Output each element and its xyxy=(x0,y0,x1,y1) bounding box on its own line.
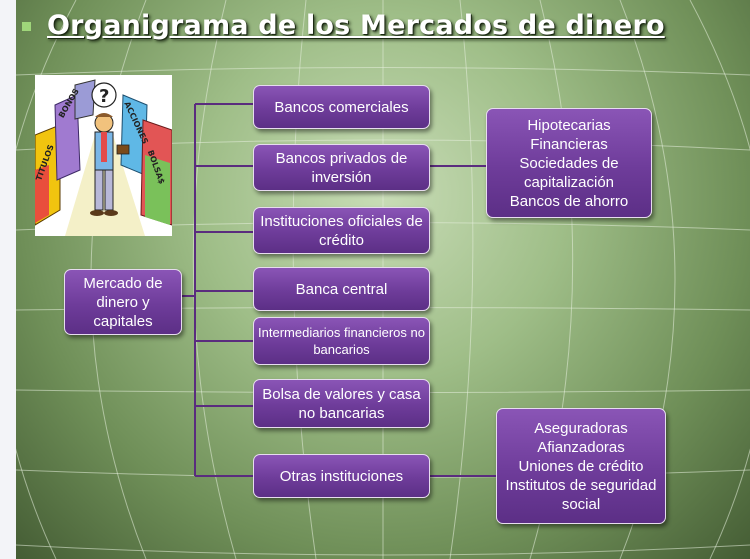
institution-bolsa-valores: Bolsa de valores y casa no bancarias xyxy=(253,379,430,428)
root-box-mercado: Mercado de dinero y capitales xyxy=(64,269,182,335)
group-other-item: Afianzadoras xyxy=(537,438,625,456)
confused-man-clipart: TITULOS BONOS ACCIONES BOLSA$ ? xyxy=(35,75,172,236)
group-other-institutions: Aseguradoras Afianzadoras Uniones de cré… xyxy=(496,408,666,524)
slide: Organigrama de los Mercados de dinero TI… xyxy=(16,0,750,559)
group-other-item: Uniones de crédito xyxy=(518,457,644,475)
group-private-item: Bancos de ahorro xyxy=(509,192,629,210)
institution-bancos-comerciales: Bancos comerciales xyxy=(253,85,430,129)
group-private-item: Hipotecarias xyxy=(527,116,611,134)
group-other-item: Aseguradoras xyxy=(534,419,628,437)
question-mark: ? xyxy=(99,86,109,107)
connector-lines xyxy=(182,103,496,477)
institution-intermediarios: Intermediarios financieros no bancarios xyxy=(253,317,430,365)
institution-banca-central: Banca central xyxy=(253,267,430,311)
group-private-banks: Hipotecarias Financieras Sociedades de c… xyxy=(486,108,652,218)
title-row: Organigrama de los Mercados de dinero xyxy=(22,10,665,41)
title-bullet xyxy=(22,22,31,31)
page-title: Organigrama de los Mercados de dinero xyxy=(47,10,665,41)
group-other-item: Institutos de seguridad social xyxy=(505,476,657,513)
group-private-item: Financieras xyxy=(530,135,608,153)
group-private-item: Sociedades de capitalización xyxy=(519,154,619,191)
institution-instituciones-oficiales: Instituciones oficiales de crédito xyxy=(253,207,430,254)
institution-otras: Otras instituciones xyxy=(253,454,430,498)
institution-bancos-privados: Bancos privados de inversión xyxy=(253,144,430,191)
